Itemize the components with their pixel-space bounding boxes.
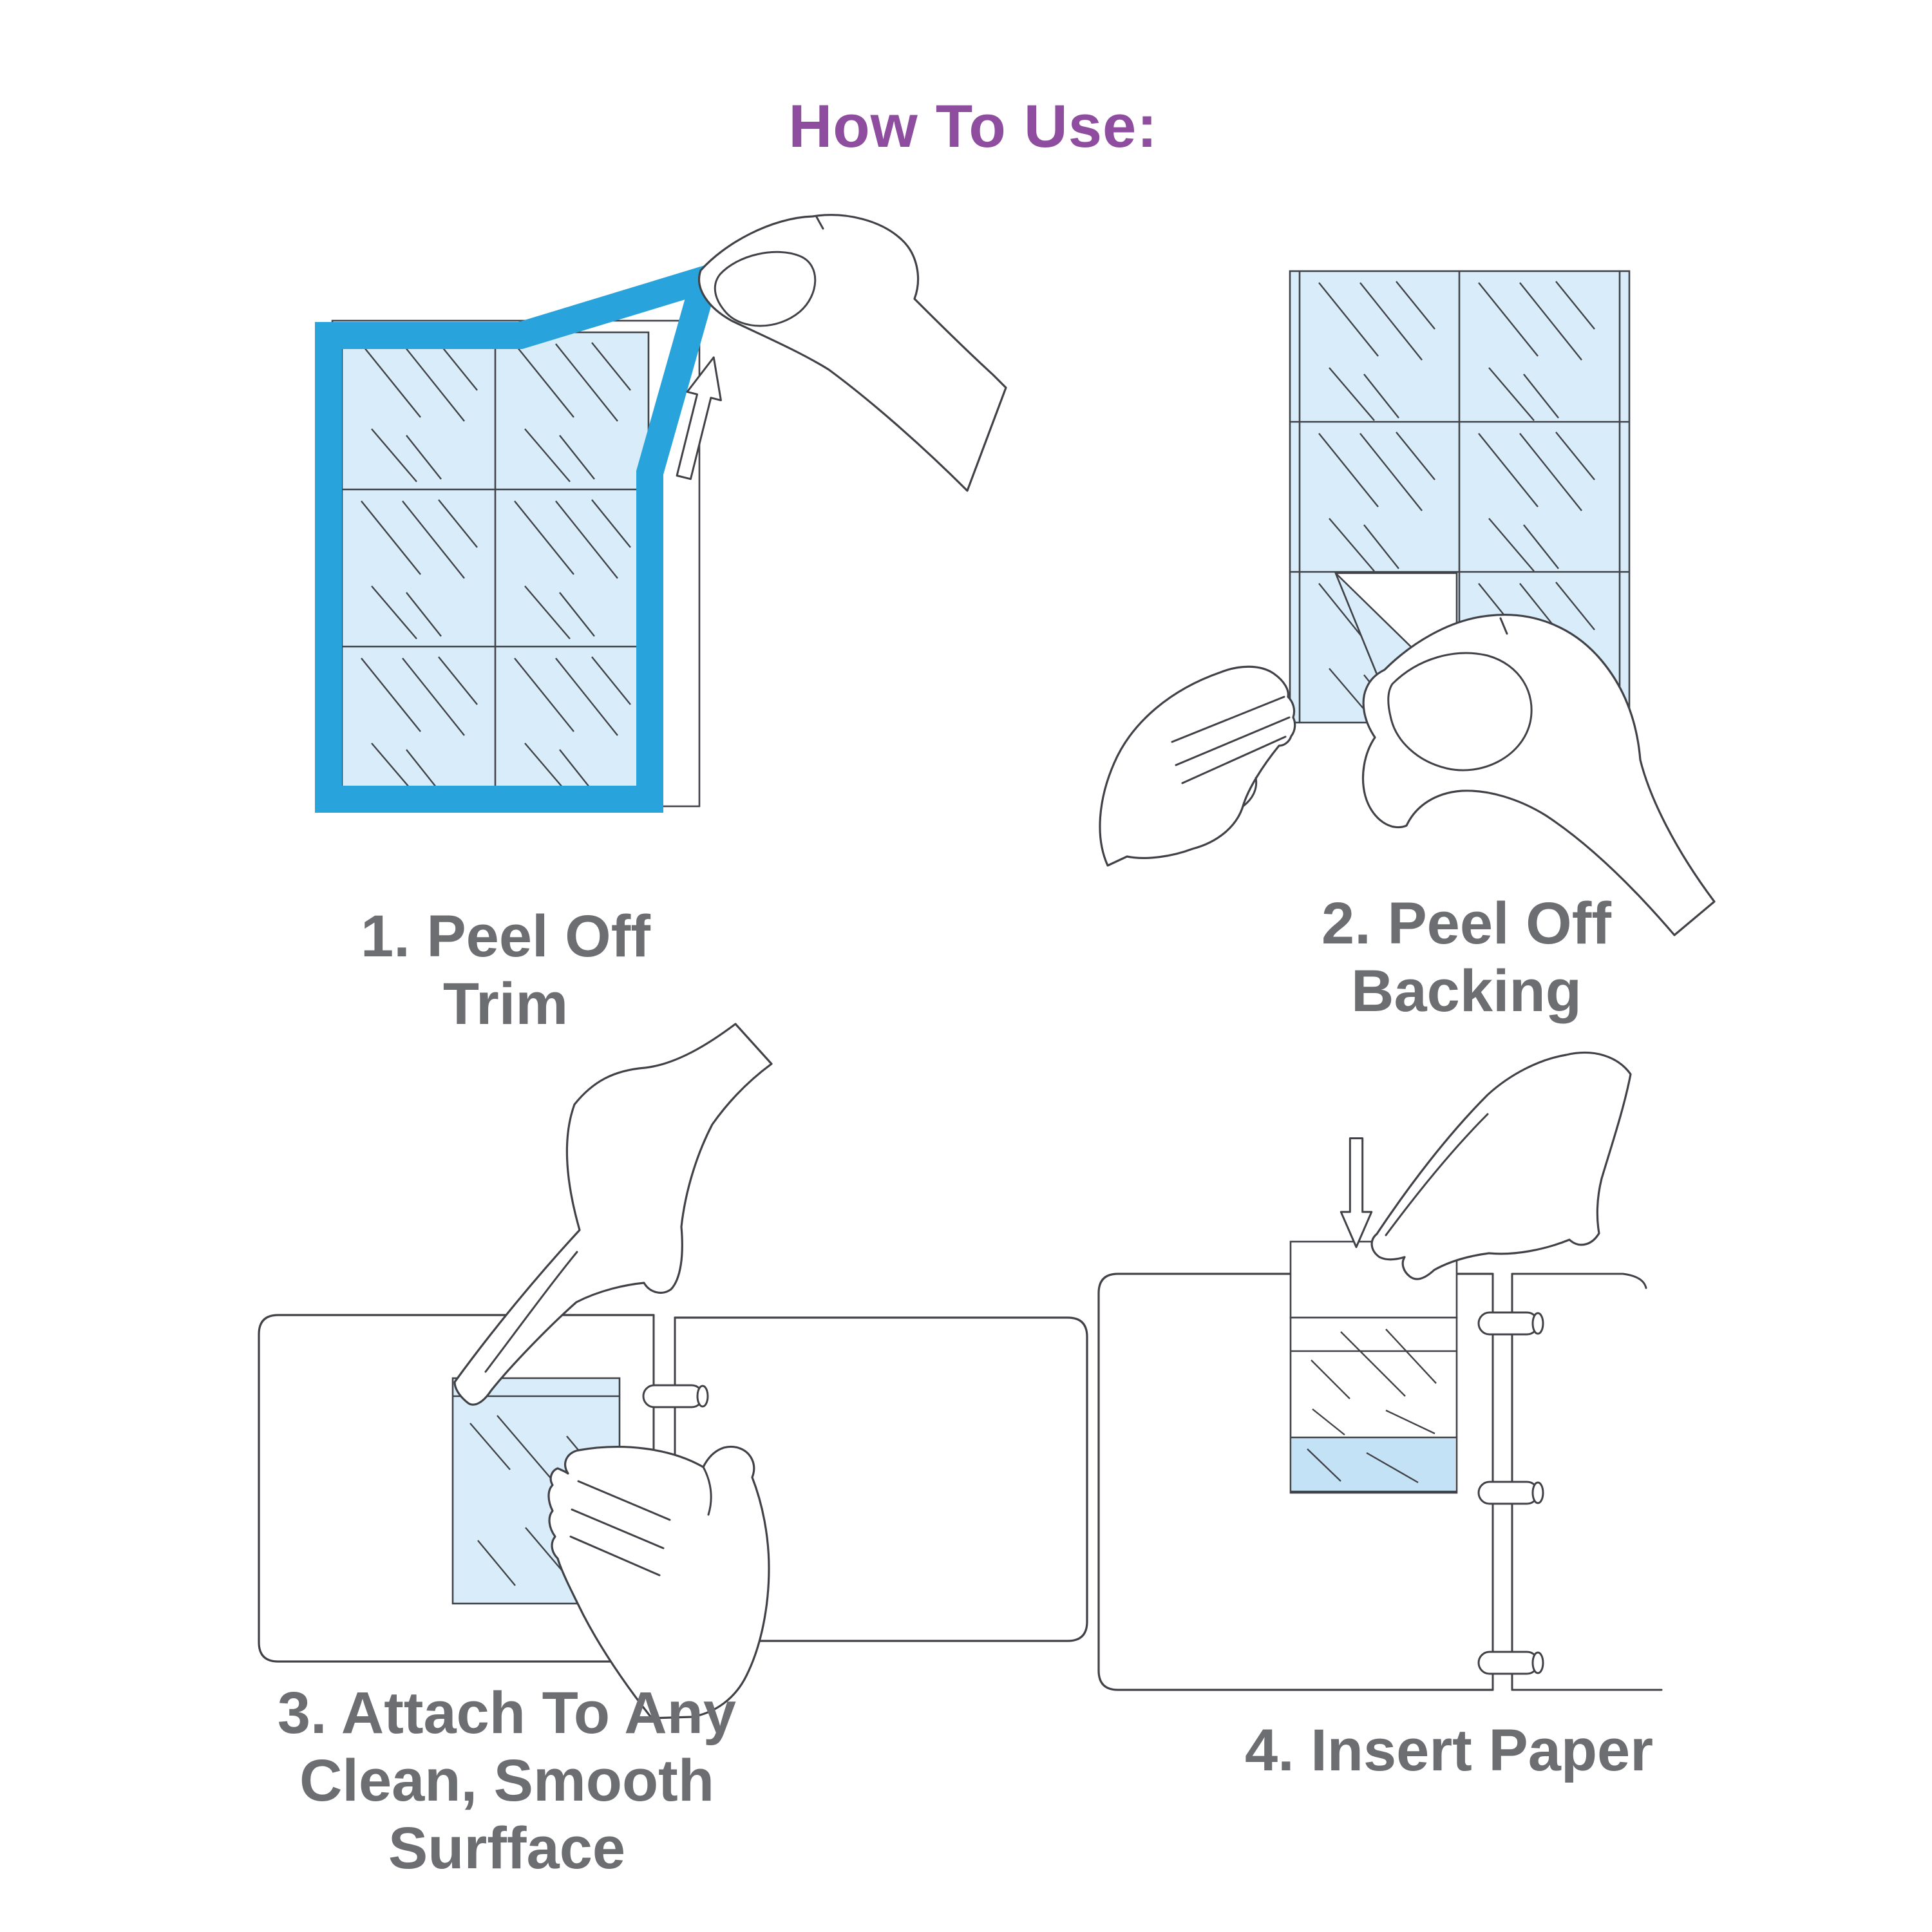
step3-caption-line2: Clean, Smooth <box>299 1747 715 1814</box>
pocket-sheet <box>341 331 650 804</box>
step2-caption: 2. Peel Off Backing <box>1080 890 1853 1025</box>
step2-illustration <box>1099 270 1716 936</box>
step3-caption-line1: 3. Attach To Any <box>277 1680 737 1746</box>
trim-frame <box>315 259 724 813</box>
pocket-with-paper <box>1289 1240 1458 1494</box>
peel-hand <box>698 214 1007 492</box>
step1-caption-line1: 1. Peel Off <box>361 904 650 969</box>
inserting-hand <box>1370 1052 1632 1280</box>
step2-caption-line2: Backing <box>1351 958 1582 1024</box>
step3-caption-line3: Surfface <box>388 1815 626 1881</box>
step3-caption: 3. Attach To Any Clean, Smooth Surfface <box>120 1680 893 1882</box>
step3-illustration <box>258 1023 1088 1719</box>
step1-caption: 1. Peel Off Trim <box>119 903 892 1038</box>
step1-illustration <box>315 214 1007 813</box>
page-title: How To Use: <box>788 92 1158 160</box>
step4-caption-line1: 4. Insert Paper <box>1244 1718 1654 1783</box>
step4-illustration <box>1097 1052 1663 1691</box>
holding-hand <box>1099 665 1296 867</box>
step2-caption-line1: 2. Peel Off <box>1321 891 1611 956</box>
step4-caption: 4. Insert Paper <box>1063 1717 1835 1785</box>
pinch-hand <box>1361 614 1716 936</box>
down-arrow-icon <box>1340 1137 1373 1248</box>
smoothing-hand <box>547 1446 770 1719</box>
pressing-hand <box>453 1023 773 1406</box>
step1-caption-line2: Trim <box>442 971 569 1037</box>
